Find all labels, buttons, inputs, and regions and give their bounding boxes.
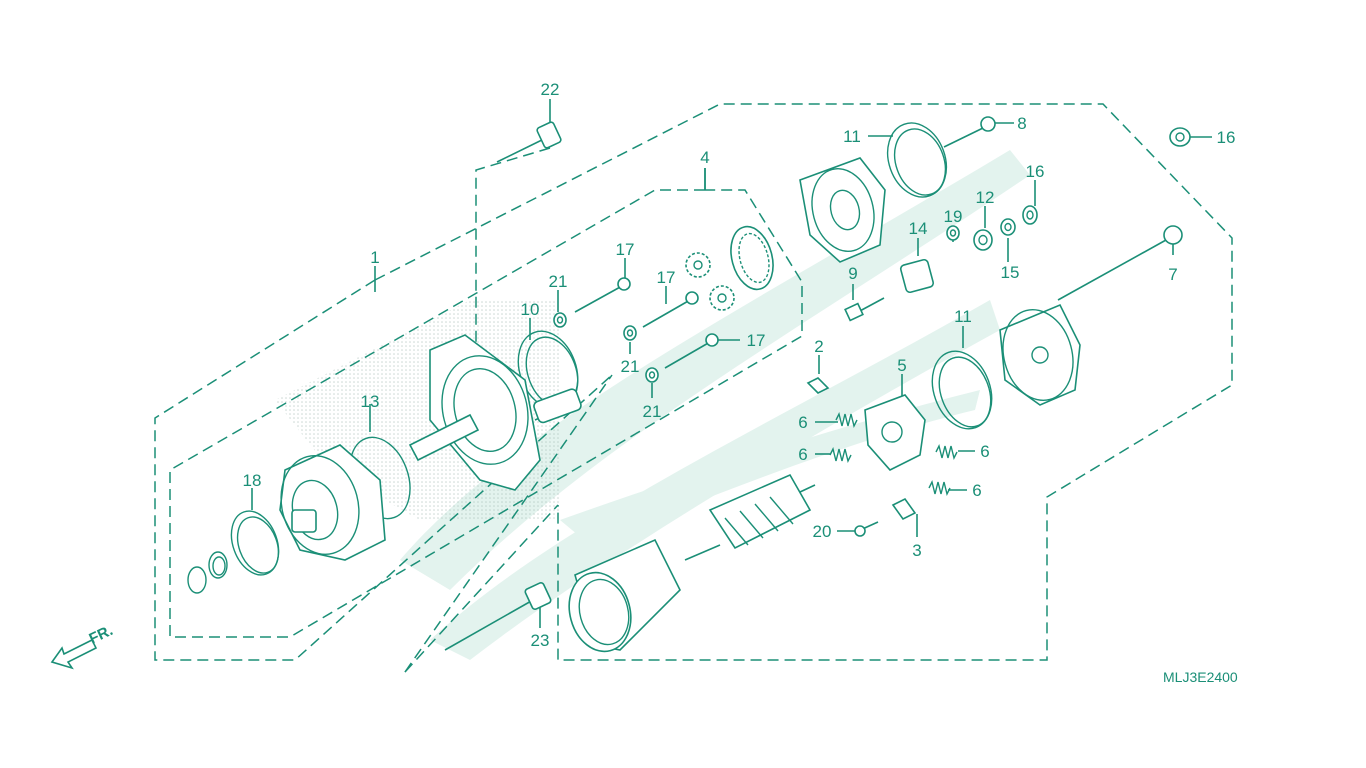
bolt-9 bbox=[844, 297, 885, 322]
callout-11-a: 11 bbox=[843, 127, 861, 146]
callout-17-b: 17 bbox=[657, 268, 676, 287]
callout-23: 23 bbox=[531, 631, 550, 650]
bolt-7 bbox=[1057, 225, 1183, 301]
callout-19: 19 bbox=[944, 207, 963, 226]
callout-6-b: 6 bbox=[798, 445, 807, 464]
callout-21-a: 21 bbox=[549, 272, 568, 291]
callout-15: 15 bbox=[1001, 263, 1020, 282]
callout-18: 18 bbox=[243, 471, 262, 490]
callout-17-a: 17 bbox=[616, 240, 635, 259]
bolt-17b bbox=[642, 291, 699, 328]
callout-3: 3 bbox=[912, 541, 921, 560]
callout-2: 2 bbox=[814, 337, 823, 356]
callout-5: 5 bbox=[897, 356, 906, 375]
brush-holder bbox=[864, 394, 926, 471]
callout-12: 12 bbox=[976, 188, 995, 207]
callout-8: 8 bbox=[1017, 114, 1026, 133]
reference-lines bbox=[404, 147, 613, 673]
bolt-8 bbox=[943, 116, 996, 148]
callout-10: 10 bbox=[521, 300, 540, 319]
callout-6-c: 6 bbox=[980, 442, 989, 461]
callout-7: 7 bbox=[1168, 265, 1177, 284]
callout-16-a: 16 bbox=[1217, 128, 1236, 147]
front-arrow-icon bbox=[50, 638, 98, 670]
callout-21-b: 21 bbox=[621, 357, 640, 376]
front-cover bbox=[279, 444, 386, 561]
yoke bbox=[568, 538, 681, 653]
washers bbox=[553, 127, 1191, 383]
brush-2 bbox=[806, 377, 830, 394]
diagram-code: MLJ3E2400 bbox=[1163, 669, 1238, 685]
armature bbox=[684, 473, 816, 561]
bolt-17a bbox=[574, 277, 631, 313]
callout-1: 1 bbox=[370, 248, 379, 267]
rear-housing-top bbox=[799, 157, 886, 263]
callout-21-c: 21 bbox=[643, 402, 662, 421]
planetary-gears bbox=[685, 225, 774, 311]
callout-13: 13 bbox=[361, 392, 380, 411]
springs bbox=[829, 411, 958, 497]
callout-4: 4 bbox=[700, 148, 709, 167]
bolt-23 bbox=[444, 581, 552, 651]
terminal-14 bbox=[899, 258, 935, 294]
callout-22: 22 bbox=[541, 80, 560, 99]
callout-9: 9 bbox=[848, 264, 857, 283]
screw-20 bbox=[854, 521, 879, 537]
leader-lines bbox=[251, 99, 1212, 628]
callout-labels: 1 2 3 4 5 6 6 6 6 7 8 9 10 11 11 12 13 1… bbox=[243, 80, 1236, 650]
callout-6-a: 6 bbox=[798, 413, 807, 432]
callout-11-b: 11 bbox=[954, 307, 972, 326]
callout-17-c: 17 bbox=[747, 331, 766, 350]
front-marker-label: FR. bbox=[87, 622, 116, 648]
bolt-22 bbox=[496, 121, 562, 163]
rear-end-cover bbox=[999, 303, 1081, 406]
bolt-17c bbox=[664, 333, 719, 369]
brush-3 bbox=[891, 497, 917, 521]
gear-housing bbox=[408, 334, 582, 491]
group-outline-1 bbox=[154, 103, 1233, 661]
callout-20: 20 bbox=[813, 522, 832, 541]
callout-6-d: 6 bbox=[972, 481, 981, 500]
callout-14: 14 bbox=[909, 219, 928, 238]
callout-16-b: 16 bbox=[1026, 162, 1045, 181]
